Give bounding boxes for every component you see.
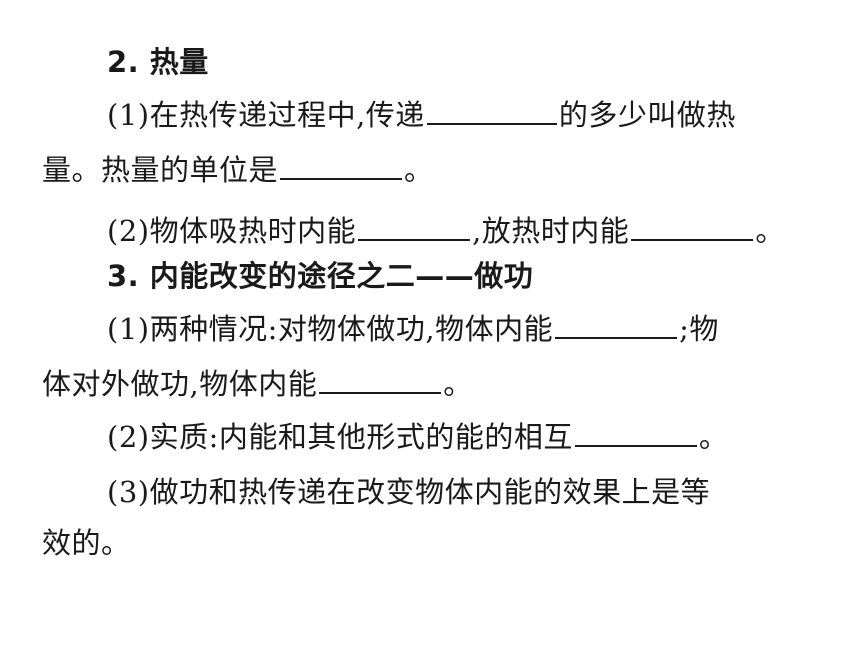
heading-text: 2. 热量 — [107, 45, 209, 79]
text-segment: (1)两种情况:对物体做功,物体内能 — [107, 312, 554, 346]
section-heading-heat: 2. 热量 — [107, 44, 209, 80]
text-segment: 的多少叫做热 — [558, 98, 736, 132]
text-segment: 量。热量的单位是 — [42, 153, 279, 187]
item-2: (2)物体吸热时内能 ,放热时内能 。 — [107, 213, 785, 249]
text-segment: 体对外做功,物体内能 — [42, 367, 318, 401]
text-segment: ;物 — [679, 312, 719, 346]
item-5-line-2: 效的。 — [42, 525, 131, 561]
text-segment: 。 — [755, 214, 785, 248]
text-segment: ,放热时内能 — [472, 214, 630, 248]
fill-blank — [426, 99, 557, 125]
fill-blank — [574, 421, 697, 447]
text-segment: (1)在热传递过程中,传递 — [107, 98, 425, 132]
fill-blank — [319, 368, 442, 394]
text-segment: 效的。 — [42, 526, 131, 560]
text-segment: (2)实质:内能和其他形式的能的相互 — [107, 420, 573, 454]
text-segment: 。 — [698, 420, 729, 454]
section-heading-work: 3. 内能改变的途径之二——做功 — [107, 258, 533, 294]
text-segment: 。 — [443, 367, 473, 401]
text-segment: (3)做功和热传递在改变物体内能的效果上是等 — [107, 475, 711, 509]
heading-text: 3. 内能改变的途径之二——做功 — [107, 259, 534, 293]
item-1-line-2: 量。热量的单位是 。 — [42, 152, 434, 188]
fill-blank — [280, 154, 403, 180]
fill-blank — [555, 313, 678, 339]
text-segment: 。 — [404, 153, 434, 187]
item-5-line-1: (3)做功和热传递在改变物体内能的效果上是等 — [107, 474, 710, 510]
fill-blank — [358, 215, 471, 241]
item-3-line-1: (1)两种情况:对物体做功,物体内能 ;物 — [107, 311, 719, 347]
fill-blank — [631, 215, 754, 241]
text-segment: (2)物体吸热时内能 — [107, 214, 357, 248]
item-1-line-1: (1)在热传递过程中,传递 的多少叫做热 — [107, 97, 736, 133]
item-3-line-2: 体对外做功,物体内能 。 — [42, 366, 473, 402]
item-4: (2)实质:内能和其他形式的能的相互 。 — [107, 419, 728, 455]
